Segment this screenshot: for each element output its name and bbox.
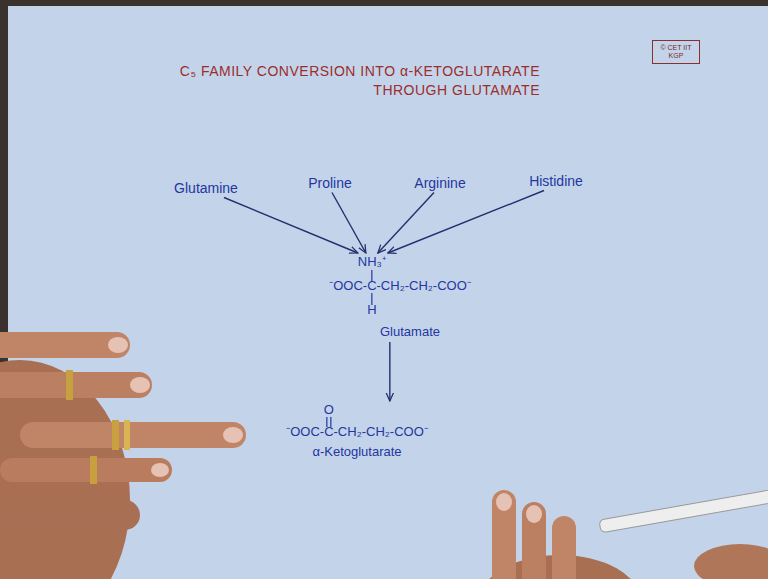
- amino-acid-node: Glutamine: [171, 179, 241, 198]
- finger-nail: [130, 377, 150, 393]
- amino-acid-name: Proline: [305, 174, 355, 193]
- finger-ring: [90, 456, 97, 484]
- finger: [0, 332, 130, 358]
- finger: [522, 502, 546, 579]
- substituent-group: NH₃⁺: [358, 254, 386, 270]
- pen: [599, 487, 768, 533]
- compound-structure: NH₃⁺ ⁻OOC-C-CH₂-CH₂-COO⁻ HGlutamate: [300, 254, 500, 342]
- carbon-chain: ⁻OOC-C-CH₂-CH₂-COO⁻: [286, 424, 428, 440]
- amino-acid-node: Arginine: [411, 174, 468, 193]
- compound-structure: O ⁻OOC-C-CH₂-CH₂-COO⁻ α-Ketoglutarate: [262, 402, 452, 462]
- logo-text: © CET IIT KGP: [659, 44, 693, 60]
- finger-ring: [124, 420, 130, 450]
- amino-acid-node: Proline: [305, 174, 355, 193]
- logo-box: © CET IIT KGP: [652, 40, 700, 64]
- compound-name: α-Ketoglutarate: [312, 444, 401, 460]
- finger: [20, 422, 246, 448]
- reaction-arrow: [389, 342, 390, 401]
- reaction-arrow: [224, 198, 358, 254]
- amino-acid-name: Arginine: [411, 174, 468, 193]
- amino-acid-name: Histidine: [526, 172, 586, 191]
- hydrogen-atom: H: [367, 302, 376, 318]
- amino-acid-node: Histidine: [526, 172, 586, 191]
- finger: [492, 490, 516, 579]
- finger-nail: [151, 463, 169, 477]
- finger: [0, 372, 152, 398]
- slide-title: C₅ FAMILY CONVERSION INTO α-KETOGLUTARAT…: [140, 62, 540, 100]
- finger-ring: [66, 370, 73, 400]
- finger-nail: [496, 493, 512, 511]
- compound-name: Glutamate: [380, 324, 440, 340]
- finger-ring: [112, 420, 119, 450]
- finger-nail: [223, 427, 243, 443]
- finger-nail: [526, 505, 542, 523]
- carbon-chain: ⁻OOC-C-CH₂-CH₂-COO⁻: [329, 278, 471, 294]
- thumb: [0, 500, 140, 530]
- substituent-group: O: [324, 402, 334, 418]
- amino-acid-name: Glutamine: [171, 179, 241, 198]
- finger: [0, 458, 172, 482]
- reaction-arrow: [388, 191, 544, 254]
- finger: [694, 544, 768, 579]
- reaction-arrow: [332, 193, 366, 254]
- finger: [552, 516, 576, 579]
- reaction-arrow: [378, 193, 434, 254]
- finger-nail: [108, 337, 128, 353]
